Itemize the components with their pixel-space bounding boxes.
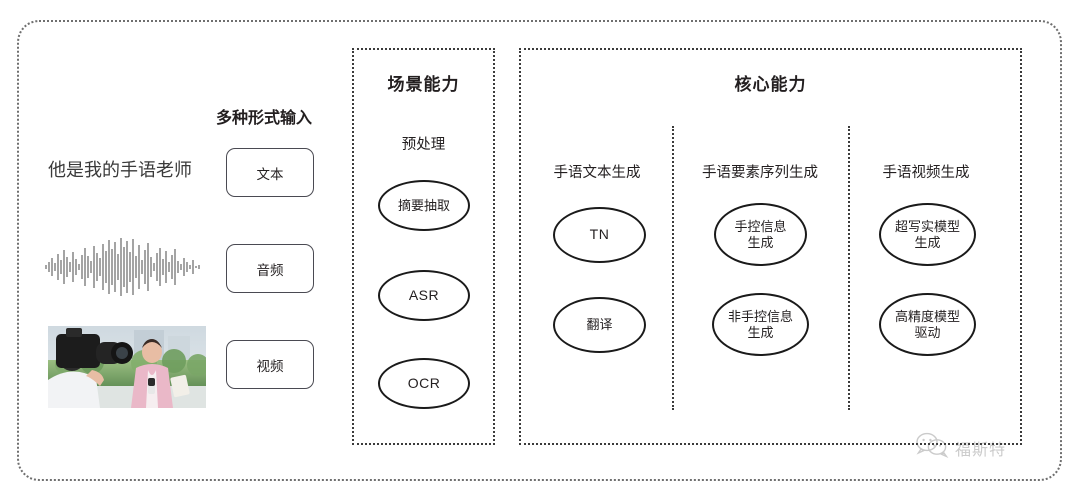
section-scene-capability: 场景能力 xyxy=(352,48,495,445)
core-column-label-video-generation: 手语视频生成 xyxy=(882,165,970,181)
video-thumbnail xyxy=(48,326,206,408)
node-label-line1: 高精度模型 xyxy=(894,308,960,324)
node-asr[interactable]: ASR xyxy=(378,270,470,321)
node-label-line1: 手控信息 xyxy=(734,218,787,234)
modality-label: 文本 xyxy=(256,166,284,182)
node-label: TN xyxy=(589,226,610,243)
node-label: ASR xyxy=(408,286,440,303)
node-non-manual-feature-generation[interactable]: 非手控信息 生成 xyxy=(712,293,809,356)
node-label-line2: 生成 xyxy=(914,234,941,250)
core-column-divider-1 xyxy=(672,126,674,410)
core-column-label-text-generation: 手语文本生成 xyxy=(553,165,641,181)
node-high-precision-model-driving[interactable]: 高精度模型 驱动 xyxy=(879,293,976,356)
node-label-line1: 非手控信息 xyxy=(727,308,793,324)
node-label-line2: 生成 xyxy=(747,234,774,250)
node-translation[interactable]: 翻译 xyxy=(553,297,646,353)
outer-frame xyxy=(17,20,1062,481)
modality-label: 视频 xyxy=(256,358,284,374)
node-label: 摘要抽取 xyxy=(397,197,450,213)
audio-waveform-icon xyxy=(44,236,202,298)
modality-box-video[interactable]: 视频 xyxy=(226,340,314,389)
core-column-divider-2 xyxy=(848,126,850,410)
watermark-text: 福斯特 xyxy=(955,441,1007,459)
node-label-line2: 驱动 xyxy=(914,324,941,340)
node-manual-feature-generation[interactable]: 手控信息 生成 xyxy=(714,203,807,266)
sample-input-text: 他是我的手语老师 xyxy=(48,160,192,180)
section-title-scene: 场景能力 xyxy=(387,75,460,94)
node-hyperrealistic-model-generation[interactable]: 超写实模型 生成 xyxy=(879,203,976,266)
modality-label: 音频 xyxy=(256,262,284,278)
section-title-core: 核心能力 xyxy=(734,75,807,94)
node-label-line2: 生成 xyxy=(747,324,774,340)
modality-box-audio[interactable]: 音频 xyxy=(226,244,314,293)
modality-box-text[interactable]: 文本 xyxy=(226,148,314,197)
node-ocr[interactable]: OCR xyxy=(378,358,470,409)
node-tn[interactable]: TN xyxy=(553,207,646,263)
section-core-capability: 核心能力 xyxy=(519,48,1022,445)
input-panel-heading: 多种形式输入 xyxy=(216,110,313,127)
node-label: OCR xyxy=(407,374,441,391)
group-label-preprocessing: 预处理 xyxy=(401,137,446,153)
node-summary-extraction[interactable]: 摘要抽取 xyxy=(378,180,470,231)
node-label-line1: 超写实模型 xyxy=(894,218,960,234)
wechat-icon xyxy=(915,432,949,463)
node-label: 翻译 xyxy=(586,317,613,333)
core-column-label-element-sequence: 手语要素序列生成 xyxy=(702,165,818,181)
watermark: 福斯特 xyxy=(915,432,1006,463)
